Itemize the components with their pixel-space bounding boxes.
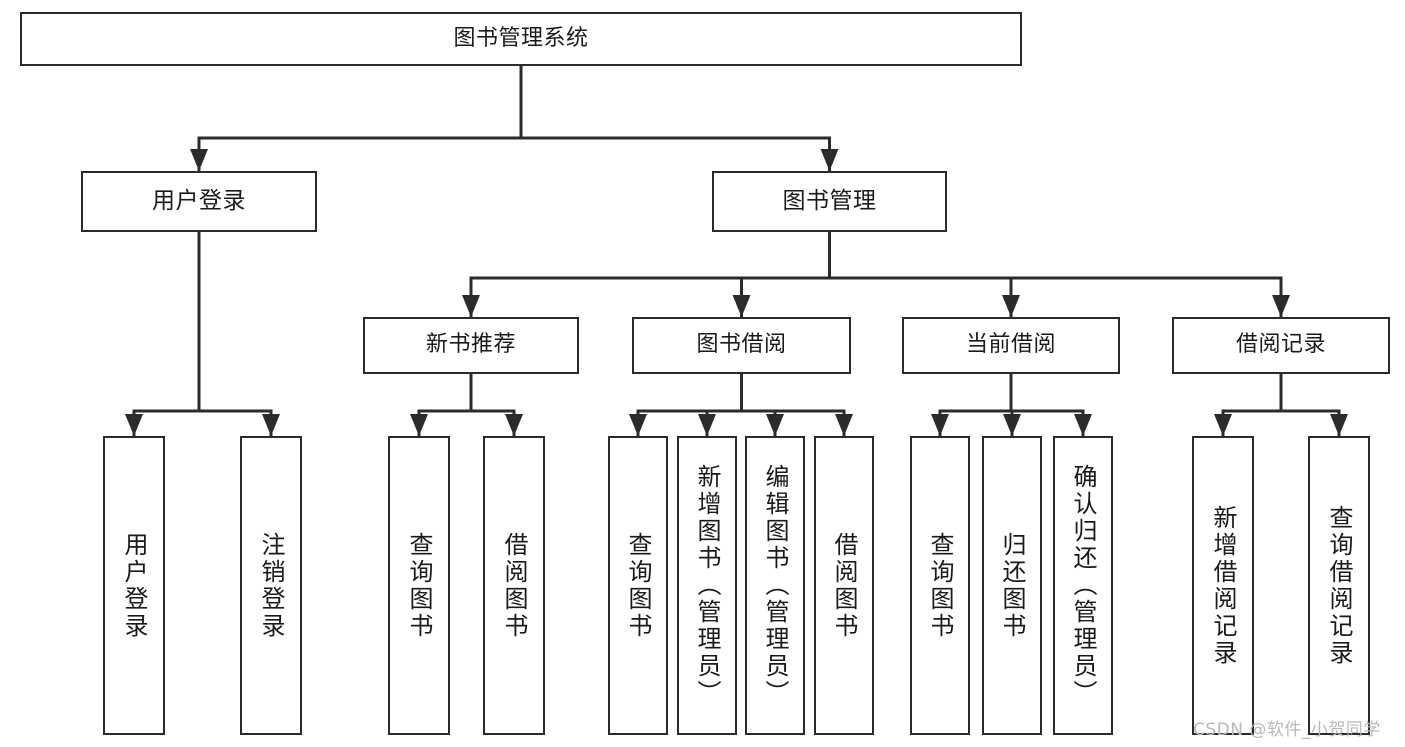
- arrowhead-leaf_b1: [505, 414, 523, 436]
- node-book_borrow[interactable]: 图书借阅: [632, 317, 851, 374]
- node-label: 借阅图书: [500, 531, 528, 640]
- node-cur_borrow[interactable]: 当前借阅: [902, 317, 1120, 374]
- node-user_login[interactable]: 用户登录: [81, 171, 317, 232]
- arrowhead-leaf_add_rec: [1214, 414, 1232, 436]
- node-leaf_login[interactable]: 用户登录: [103, 436, 165, 735]
- node-leaf_q2[interactable]: 查询图书: [608, 436, 668, 735]
- node-root[interactable]: 图书管理系统: [20, 12, 1022, 66]
- node-label: 确认归还（管理员）: [1069, 464, 1097, 707]
- edge-group: [125, 64, 1348, 438]
- node-label: 借阅图书: [830, 531, 858, 640]
- arrowhead-leaf_q_rec: [1330, 414, 1348, 436]
- node-leaf_logout[interactable]: 注销登录: [240, 436, 302, 735]
- node-leaf_b1[interactable]: 借阅图书: [483, 436, 545, 735]
- arrowhead-user_login: [190, 149, 208, 171]
- node-label: 图书管理: [782, 187, 877, 214]
- node-label: 用户登录: [120, 531, 148, 640]
- node-label: 图书管理系统: [453, 25, 589, 51]
- arrowhead-cur_borrow: [1002, 295, 1020, 317]
- arrowhead-leaf_login: [125, 414, 143, 436]
- node-label: 新增图书（管理员）: [693, 464, 721, 707]
- node-label: 查询借阅记录: [1325, 504, 1353, 667]
- node-leaf_q1[interactable]: 查询图书: [388, 436, 450, 735]
- node-label: 注销登录: [257, 531, 285, 640]
- node-leaf_add_rec[interactable]: 新增借阅记录: [1192, 436, 1254, 735]
- node-label: 新书推荐: [425, 332, 516, 358]
- node-label: 用户登录: [152, 187, 246, 214]
- arrowhead-leaf_q1: [410, 414, 428, 436]
- node-label: 编辑图书（管理员）: [761, 464, 789, 707]
- node-label: 当前借阅: [965, 332, 1056, 358]
- node-label: 查询图书: [624, 531, 652, 640]
- arrowhead-leaf_b2: [835, 414, 853, 436]
- node-leaf_confirm[interactable]: 确认归还（管理员）: [1053, 436, 1113, 735]
- node-book_manage[interactable]: 图书管理: [712, 171, 947, 232]
- node-new_book_rec[interactable]: 新书推荐: [363, 317, 579, 374]
- arrowhead-book_borrow: [732, 295, 751, 317]
- arrowhead-leaf_confirm: [1074, 414, 1092, 436]
- node-leaf_add[interactable]: 新增图书（管理员）: [677, 436, 737, 735]
- arrowhead-borrow_record: [1272, 295, 1290, 317]
- arrowhead-new_book_rec: [462, 295, 480, 317]
- arrowhead-leaf_q2: [629, 414, 647, 436]
- node-leaf_edit[interactable]: 编辑图书（管理员）: [745, 436, 805, 735]
- arrowhead-leaf_q3: [931, 414, 949, 436]
- node-leaf_q_rec[interactable]: 查询借阅记录: [1308, 436, 1370, 735]
- node-leaf_q3[interactable]: 查询图书: [910, 436, 970, 735]
- watermark: CSDN @软件_小贺同学: [1193, 720, 1381, 740]
- node-leaf_b2[interactable]: 借阅图书: [814, 436, 874, 735]
- arrowhead-leaf_add: [698, 414, 716, 436]
- arrowhead-leaf_edit: [766, 414, 784, 436]
- node-borrow_record[interactable]: 借阅记录: [1172, 317, 1390, 374]
- node-label: 查询图书: [405, 531, 433, 640]
- node-label: 图书借阅: [696, 332, 787, 358]
- node-label: 归还图书: [998, 531, 1026, 640]
- arrowhead-book_manage: [820, 149, 839, 171]
- node-label: 查询图书: [926, 531, 954, 640]
- node-label: 新增借阅记录: [1209, 504, 1237, 667]
- node-leaf_return[interactable]: 归还图书: [982, 436, 1042, 735]
- arrowhead-leaf_logout: [262, 414, 280, 436]
- arrowhead-leaf_return: [1003, 414, 1021, 436]
- node-label: 借阅记录: [1235, 332, 1326, 358]
